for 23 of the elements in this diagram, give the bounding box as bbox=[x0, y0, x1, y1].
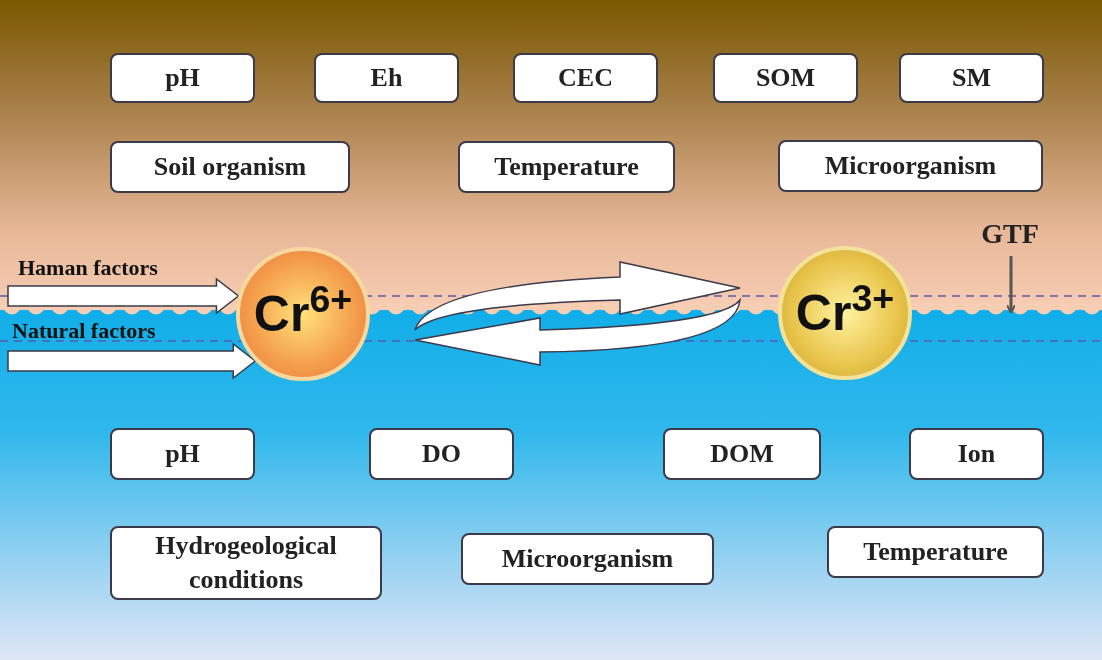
factor-box: pH bbox=[110, 428, 255, 480]
edge-label: Haman factors bbox=[18, 255, 158, 281]
factor-box: Hydrogeological conditions bbox=[110, 526, 382, 600]
factor-box: Temperature bbox=[458, 141, 675, 193]
factor-box: SOM bbox=[713, 53, 858, 103]
block-arrow bbox=[7, 277, 240, 315]
curved-arrow bbox=[414, 261, 741, 331]
factor-box: Eh bbox=[314, 53, 459, 103]
factor-box: Microorganism bbox=[461, 533, 714, 585]
factor-box: SM bbox=[899, 53, 1044, 103]
factor-box: DO bbox=[369, 428, 514, 480]
edge-label: Natural factors bbox=[12, 318, 156, 344]
factor-box: Temperature bbox=[827, 526, 1044, 578]
factor-box: Soil organism bbox=[110, 141, 350, 193]
factor-box: Microorganism bbox=[778, 140, 1043, 192]
block-arrow bbox=[7, 342, 257, 380]
factor-box: pH bbox=[110, 53, 255, 103]
node-label: GTF bbox=[960, 216, 1060, 252]
factor-box: DOM bbox=[663, 428, 821, 480]
factor-box: Ion bbox=[909, 428, 1044, 480]
arrow bbox=[1006, 256, 1016, 314]
factor-box: CEC bbox=[513, 53, 658, 103]
curved-arrow bbox=[414, 299, 741, 366]
